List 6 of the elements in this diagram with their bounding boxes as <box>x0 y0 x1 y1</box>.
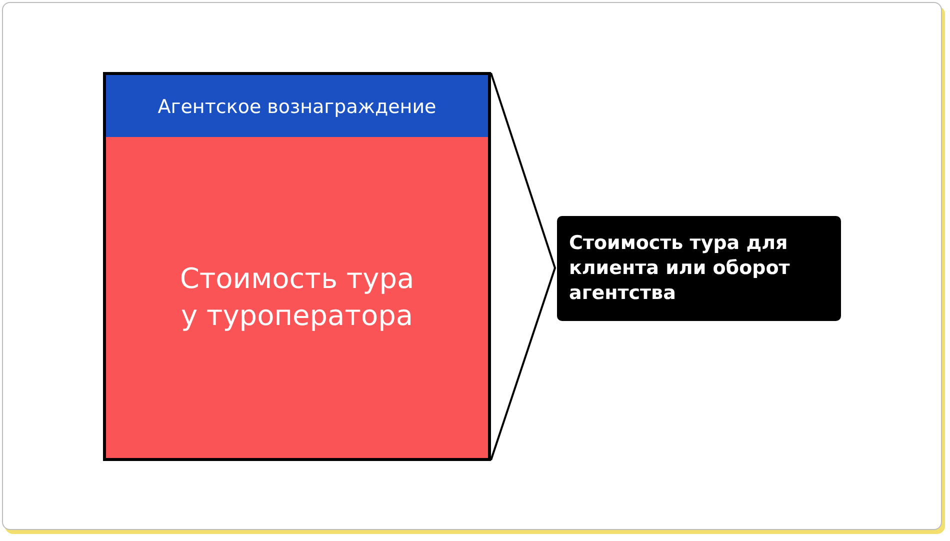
cost-block <box>103 137 491 461</box>
node-text: Агентское вознаграждение <box>158 94 436 120</box>
result-label-box <box>557 216 841 321</box>
node-text: Стоимость тура для клиента или оборот агентства <box>569 231 791 306</box>
node-text: Стоимость тура у туроператора <box>178 261 416 334</box>
header-bar <box>103 72 491 139</box>
